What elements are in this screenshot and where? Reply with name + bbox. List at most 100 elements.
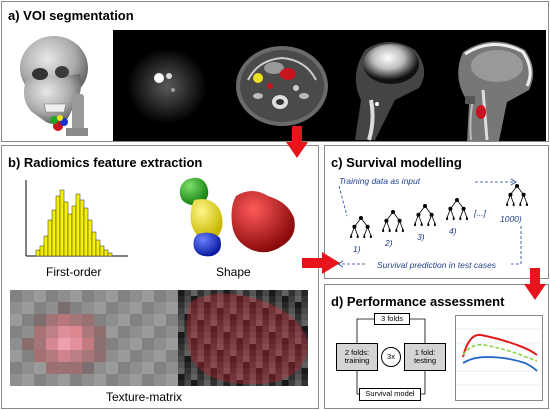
texture-noise-pixel xyxy=(262,350,269,356)
texture-pixel xyxy=(46,290,58,302)
survival-prediction-label: Survival prediction in test cases xyxy=(377,260,497,270)
texture-noise-pixel xyxy=(288,290,295,296)
texture-noise-pixel xyxy=(204,344,211,350)
texture-noise-pixel xyxy=(236,332,243,338)
texture-pixel xyxy=(166,350,178,362)
texture-noise-pixel xyxy=(262,302,269,308)
texture-pixel xyxy=(82,362,94,374)
texture-pixel xyxy=(70,362,82,374)
texture-noise-pixel xyxy=(230,290,237,296)
texture-noise-pixel xyxy=(236,362,243,368)
texture-pixel xyxy=(58,314,70,326)
texture-noise-pixel xyxy=(230,326,237,332)
texture-noise-pixel xyxy=(269,326,276,332)
texture-noise-pixel xyxy=(301,302,308,308)
texture-noise-pixel xyxy=(288,332,295,338)
texture-noise-pixel xyxy=(295,308,302,314)
texture-pixel xyxy=(130,362,142,374)
texture-noise-pixel xyxy=(256,356,263,362)
texture-pixel xyxy=(10,362,22,374)
texture-noise-pixel xyxy=(191,326,198,332)
texture-pixel xyxy=(130,350,142,362)
texture-noise-pixel xyxy=(197,356,204,362)
texture-noise-pixel xyxy=(249,302,256,308)
pet-sagittal-image xyxy=(355,42,425,141)
texture-noise-pixel xyxy=(178,290,185,296)
texture-pixel xyxy=(106,302,118,314)
texture-noise-pixel xyxy=(230,368,237,374)
texture-noise-pixel xyxy=(282,314,289,320)
texture-noise-pixel xyxy=(249,356,256,362)
texture-noise-pixel xyxy=(288,302,295,308)
texture-noise-pixel xyxy=(184,302,191,308)
texture-noise-pixel xyxy=(197,320,204,326)
training-folds-line1: 2 folds: xyxy=(344,347,370,357)
texture-noise-pixel xyxy=(249,338,256,344)
texture-noise-pixel xyxy=(243,332,250,338)
texture-noise-pixel xyxy=(262,356,269,362)
texture-pixel xyxy=(70,338,82,350)
texture-noise-pixel xyxy=(256,374,263,380)
texture-pixel xyxy=(118,338,130,350)
prediction-arrow-right-line xyxy=(509,226,522,265)
texture-noise-pixel xyxy=(230,380,237,386)
panel-b-title: b) Radiomics feature extraction xyxy=(8,155,203,170)
texture-noise-pixel xyxy=(217,314,224,320)
texture-pixel xyxy=(22,314,34,326)
texture-pixel xyxy=(10,338,22,350)
texture-noise-pixel xyxy=(210,338,217,344)
texture-noise-pixel xyxy=(282,362,289,368)
texture-noise-pixel xyxy=(262,320,269,326)
texture-noise-pixel xyxy=(178,314,185,320)
texture-noise-pixel xyxy=(204,374,211,380)
texture-noise-pixel xyxy=(256,350,263,356)
texture-noise-pixel xyxy=(210,314,217,320)
texture-pixel xyxy=(142,374,154,386)
texture-pixel xyxy=(106,314,118,326)
texture-noise-pixel xyxy=(223,338,230,344)
decision-tree xyxy=(506,184,528,207)
texture-noise-pixel xyxy=(295,362,302,368)
texture-noise-pixel xyxy=(217,380,224,386)
texture-pixel xyxy=(22,350,34,362)
texture-noise-pixel xyxy=(243,356,250,362)
panel-c-title: c) Survival modelling xyxy=(331,155,462,170)
texture-noise-pixel xyxy=(256,362,263,368)
texture-noise-pixel xyxy=(275,374,282,380)
texture-noise-pixel xyxy=(178,296,185,302)
texture-noise-pixel xyxy=(288,326,295,332)
training-folds-line2: training xyxy=(344,356,370,365)
texture-pixel xyxy=(58,302,70,314)
tree-label-1000: 1000) xyxy=(500,214,522,224)
texture-noise-pixel xyxy=(295,302,302,308)
texture-noise-pixel xyxy=(204,308,211,314)
texture-noise-pixel xyxy=(223,380,230,386)
texture-noise-pixel xyxy=(282,338,289,344)
texture-noise-pixel xyxy=(184,290,191,296)
three-folds-box: 3 folds xyxy=(374,313,410,325)
texture-pixel xyxy=(34,290,46,302)
texture-noise-pixel xyxy=(210,356,217,362)
texture-noise-pixel xyxy=(230,344,237,350)
texture-noise-pixel xyxy=(275,368,282,374)
texture-noise-pixel xyxy=(262,332,269,338)
tumor-overlay xyxy=(186,293,308,385)
texture-noise-pixel xyxy=(282,296,289,302)
texture-pixel xyxy=(22,362,34,374)
texture-noise-pixel xyxy=(210,320,217,326)
texture-noise-pixel xyxy=(301,356,308,362)
texture-noise-pixel xyxy=(223,374,230,380)
texture-noise-pixel xyxy=(230,296,237,302)
texture-noise-pixel xyxy=(269,308,276,314)
texture-pixel xyxy=(118,290,130,302)
texture-noise-pixel xyxy=(243,320,250,326)
texture-noise-pixel xyxy=(288,296,295,302)
texture-noise-pixel xyxy=(282,374,289,380)
texture-pixel xyxy=(94,362,106,374)
texture-noise-pixel xyxy=(256,338,263,344)
texture-noise-pixel xyxy=(230,320,237,326)
training-arrow-head xyxy=(510,178,517,186)
texture-noise-pixel xyxy=(262,326,269,332)
texture-noise-pixel xyxy=(204,290,211,296)
texture-noise-pixel xyxy=(191,380,198,386)
